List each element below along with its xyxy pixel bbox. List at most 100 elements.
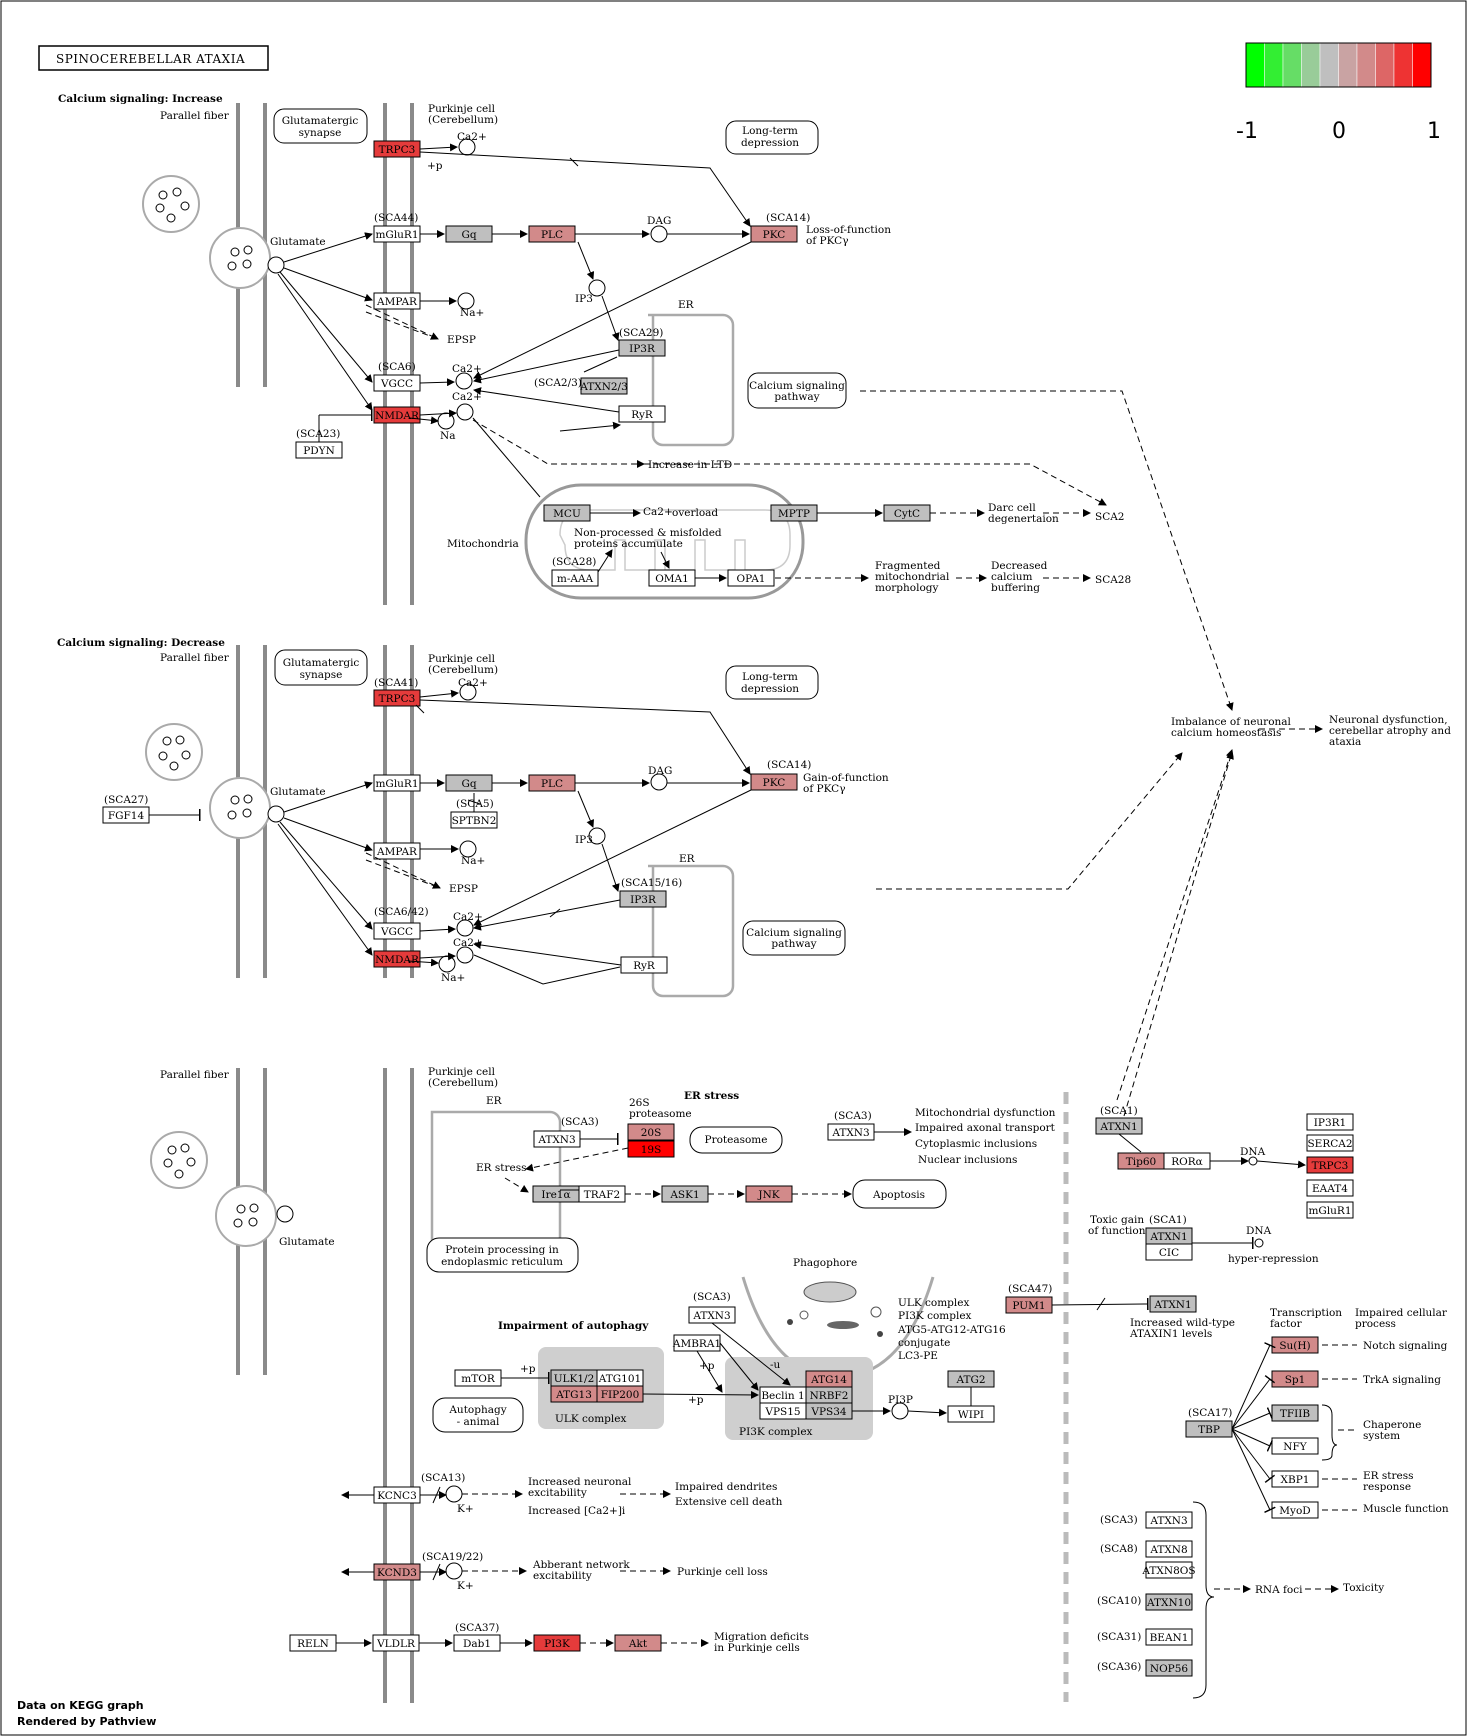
gene-nmdar[interactable]: NMDAR <box>373 950 421 968</box>
gene-ryr[interactable]: RyR <box>618 405 666 423</box>
gene-atxn3[interactable]: ATXN3 <box>1145 1511 1193 1529</box>
svg-text:+p: +p <box>427 160 443 172</box>
gene-vgcc[interactable]: VGCC <box>373 374 421 392</box>
gene-ryr[interactable]: RyR <box>620 956 668 974</box>
apoptosis-pathway[interactable] <box>852 1179 947 1209</box>
gene-ip3r[interactable]: IP3R <box>618 339 666 357</box>
gene-tip60[interactable]: Tip60 <box>1117 1152 1165 1170</box>
gene-ask1[interactable]: ASK1 <box>661 1185 709 1203</box>
footer-line-1: Data on KEGG graph <box>17 1699 144 1712</box>
calcium-signaling-pathway-1[interactable] <box>747 372 847 409</box>
gene-myod[interactable]: MyoD <box>1271 1501 1319 1519</box>
gene-eaat4[interactable]: EAAT4 <box>1306 1179 1354 1197</box>
gene-atxn1[interactable]: ATXN1 <box>1095 1117 1143 1135</box>
gene-trpc3[interactable]: TRPC3 <box>373 140 421 158</box>
svg-text:PI3K complex: PI3K complex <box>898 1310 972 1322</box>
gene-atg101[interactable]: ATG101 <box>596 1369 644 1387</box>
gene-20s[interactable]: 20S <box>627 1123 675 1141</box>
gene-cytc[interactable]: CytC <box>883 504 931 522</box>
gene-serca2[interactable]: SERCA2 <box>1306 1134 1354 1152</box>
gene-plc[interactable]: PLC <box>528 225 576 243</box>
gene-sp1[interactable]: Sp1 <box>1271 1370 1319 1388</box>
gene-traf2[interactable]: TRAF2 <box>578 1185 626 1203</box>
gene-tbp[interactable]: TBP <box>1185 1420 1233 1438</box>
gene-pkc[interactable]: PKC <box>750 773 798 791</box>
gene-atxn2-3[interactable]: ATXN2/3 <box>579 377 628 395</box>
gene-nmdar[interactable]: NMDAR <box>373 406 421 424</box>
dag-node <box>650 773 668 791</box>
gene-wipi[interactable]: WIPI <box>947 1405 995 1423</box>
gene-19s[interactable]: 19S <box>627 1140 675 1158</box>
autophagy-animal-pathway[interactable] <box>432 1397 524 1433</box>
gene-pdyn[interactable]: PDYN <box>295 441 343 459</box>
gene-suh[interactable]: Su(H) <box>1271 1336 1319 1354</box>
gene-vldlr[interactable]: VLDLR <box>372 1634 420 1652</box>
gene-atxn1[interactable]: ATXN1 <box>1145 1227 1193 1245</box>
gene-ip3r1[interactable]: IP3R1 <box>1306 1113 1354 1131</box>
gene-atxn8[interactable]: ATXN8 <box>1145 1540 1193 1558</box>
gene-oma1[interactable]: OMA1 <box>648 569 696 587</box>
gene-atg13[interactable]: ATG13 <box>550 1385 598 1403</box>
gene-nrbf2[interactable]: NRBF2 <box>805 1386 853 1404</box>
gene-dab1[interactable]: Dab1 <box>453 1634 501 1652</box>
svg-text:EAAT4: EAAT4 <box>1312 1183 1348 1195</box>
gene-mglur1[interactable]: mGluR1 <box>1306 1201 1354 1219</box>
gene-kcnd3[interactable]: KCND3 <box>373 1563 421 1581</box>
gene-tfiib[interactable]: TFIIB <box>1271 1404 1319 1422</box>
protein-processing-pathway[interactable] <box>426 1237 579 1273</box>
gene-atxn10[interactable]: ATXN10 <box>1145 1593 1193 1611</box>
gene-mglur1[interactable]: mGluR1 <box>373 225 421 243</box>
gene-vps34[interactable]: VPS34 <box>805 1402 853 1420</box>
glutamatergic-synapse-box[interactable] <box>274 649 368 686</box>
gene-atxn3[interactable]: ATXN3 <box>533 1130 581 1148</box>
gene-mtor[interactable]: mTOR <box>454 1369 502 1387</box>
gene-atg2[interactable]: ATG2 <box>947 1370 995 1388</box>
gene-vps15[interactable]: VPS15 <box>759 1402 807 1420</box>
gene-bean1[interactable]: BEAN1 <box>1145 1628 1193 1646</box>
gene-gq[interactable]: Gq <box>445 225 493 243</box>
gene-ire1a[interactable]: Ire1α <box>532 1185 580 1203</box>
proteasome-pathway[interactable] <box>689 1126 783 1154</box>
gene-pkc[interactable]: PKC <box>750 225 798 243</box>
gene-atxn3[interactable]: ATXN3 <box>827 1123 875 1141</box>
gene-vgcc[interactable]: VGCC <box>373 922 421 940</box>
gene-opa1[interactable]: OPA1 <box>727 569 775 587</box>
gene-atxn8os[interactable]: ATXN8OS <box>1141 1561 1196 1579</box>
ltd-box-1[interactable] <box>725 120 819 155</box>
gene-rora[interactable]: RORα <box>1163 1152 1211 1170</box>
gene-plc[interactable]: PLC <box>528 774 576 792</box>
glutamatergic-synapse-box[interactable] <box>273 108 368 144</box>
gene-ampar[interactable]: AMPAR <box>373 842 421 860</box>
gene-gq[interactable]: Gq <box>445 774 493 792</box>
gene-akt[interactable]: Akt <box>614 1634 662 1652</box>
gene-pum1[interactable]: PUM1 <box>1005 1296 1053 1314</box>
calcium-signaling-pathway-2[interactable] <box>742 920 846 956</box>
gene-nfy[interactable]: NFY <box>1271 1437 1319 1455</box>
gene-ip3r[interactable]: IP3R <box>619 890 667 908</box>
gene-cic[interactable]: CIC <box>1145 1243 1193 1261</box>
gene-xbp1[interactable]: XBP1 <box>1271 1470 1319 1488</box>
gene-trpc3[interactable]: TRPC3 <box>373 689 421 707</box>
gene-fgf14[interactable]: FGF14 <box>102 806 150 824</box>
gene-sptbn2[interactable]: SPTBN2 <box>450 811 498 829</box>
gene-kcnc3[interactable]: KCNC3 <box>373 1486 421 1504</box>
gene-ampar[interactable]: AMPAR <box>373 292 421 310</box>
gene-mcu[interactable]: MCU <box>543 504 591 522</box>
gene-mglur1[interactable]: mGluR1 <box>373 774 421 792</box>
gene-atxn1[interactable]: ATXN1 <box>1149 1295 1197 1313</box>
gene-ulk1-2[interactable]: ULK1/2 <box>550 1369 598 1387</box>
gene-ambra1[interactable]: AMBRA1 <box>672 1334 721 1352</box>
gene-beclin1[interactable]: Beclin 1 <box>759 1386 807 1404</box>
gene-m-aaa[interactable]: m-AAA <box>551 569 599 587</box>
gene-atg14[interactable]: ATG14 <box>805 1370 853 1388</box>
svg-text:response: response <box>1363 1481 1411 1493</box>
gene-trpc3[interactable]: TRPC3 <box>1306 1156 1354 1174</box>
ltd-box-2[interactable] <box>725 665 819 700</box>
gene-mptp[interactable]: MPTP <box>770 504 818 522</box>
gene-jnk[interactable]: JNK <box>745 1185 793 1203</box>
gene-fip200[interactable]: FIP200 <box>596 1385 644 1403</box>
gene-nop56[interactable]: NOP56 <box>1145 1659 1193 1677</box>
gene-reln[interactable]: RELN <box>289 1634 337 1652</box>
gene-pi3k[interactable]: PI3K <box>533 1634 581 1652</box>
gene-atxn3[interactable]: ATXN3 <box>688 1306 736 1324</box>
